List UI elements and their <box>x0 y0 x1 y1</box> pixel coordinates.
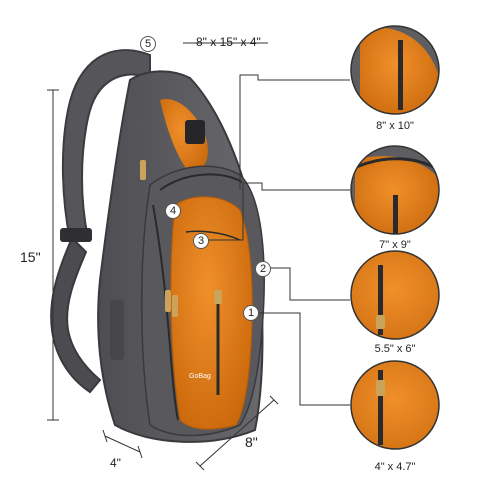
pocket-number-2: 2 <box>255 261 271 277</box>
thumbnail-4 <box>350 360 440 450</box>
thumbnail-1 <box>350 25 440 115</box>
pocket-number-3: 3 <box>193 233 209 249</box>
dimension-lines <box>47 42 279 471</box>
pocket-number-1: 1 <box>243 305 259 321</box>
overall-dimensions-label: 8" x 15" x 4" <box>196 35 261 49</box>
pocket-number-5: 5 <box>140 36 156 52</box>
height-label: 15" <box>20 249 41 265</box>
thumbnail-caption-3: 5.5" x 6" <box>374 343 416 355</box>
depth-label: 4" <box>110 456 121 470</box>
thumbnail-caption-2: 7" x 9" <box>379 239 411 251</box>
width-label: 8" <box>245 434 258 450</box>
thumbnail-caption-4: 4" x 4.7" <box>374 461 416 473</box>
bag-body <box>97 70 265 443</box>
thumbnail-3 <box>350 250 440 340</box>
pocket-number-4: 4 <box>165 203 181 219</box>
leader-lines <box>205 74 350 406</box>
thumbnail-2 <box>350 145 440 235</box>
thumbnail-caption-1: 8" x 10" <box>376 120 414 132</box>
brand-logo: GoBag <box>189 373 211 380</box>
